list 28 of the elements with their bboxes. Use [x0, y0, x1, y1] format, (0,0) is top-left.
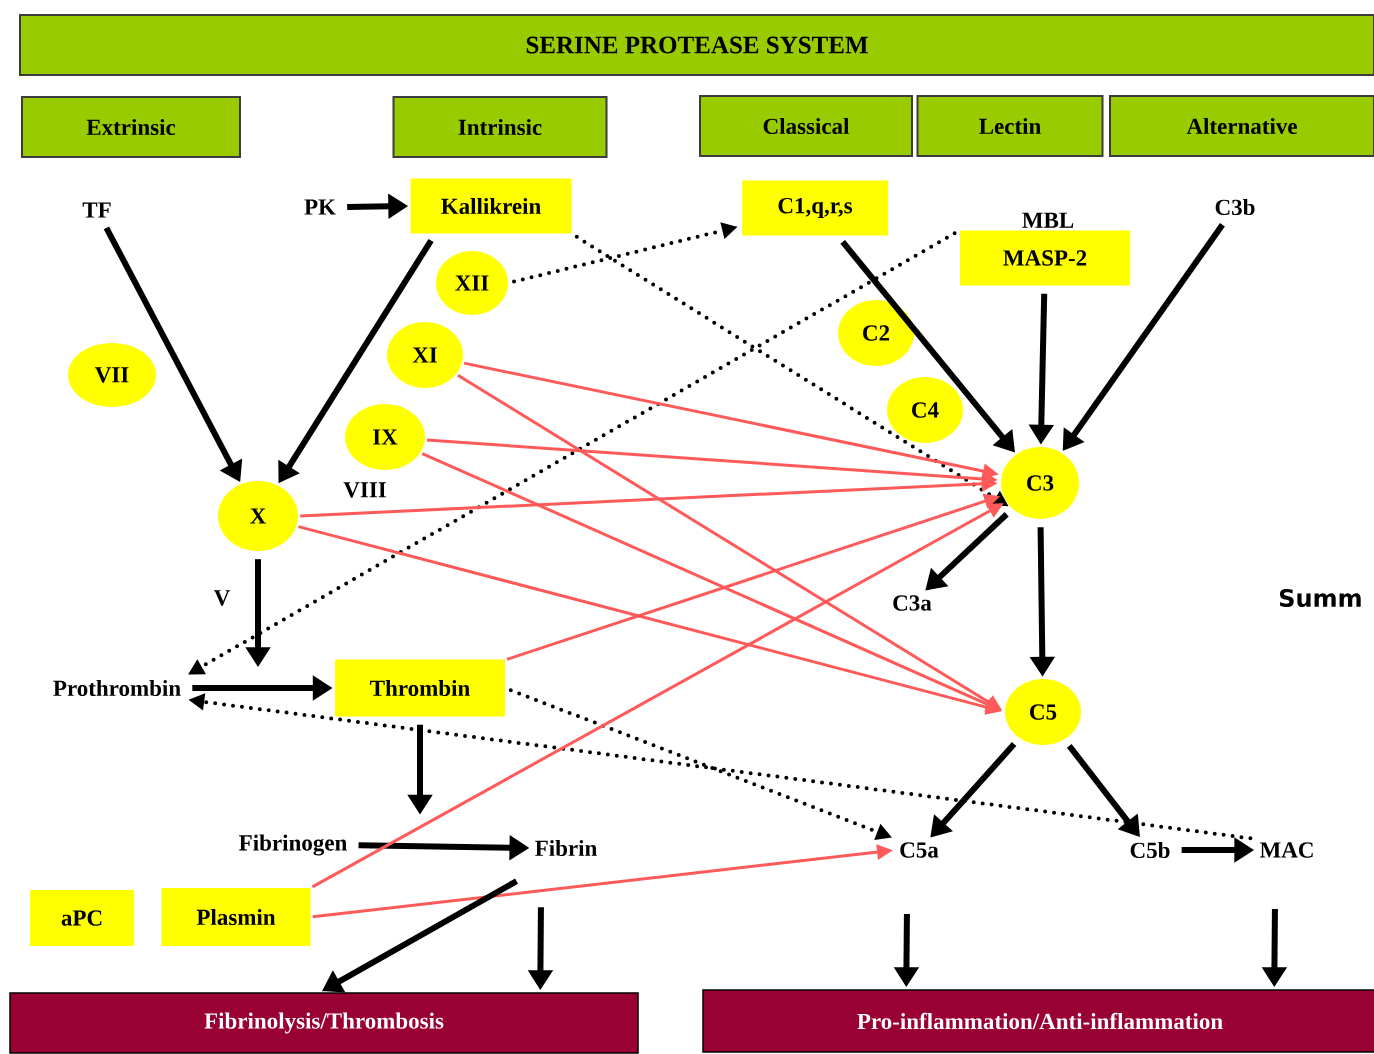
enzyme-box: aPC	[30, 890, 134, 946]
enzyme-box: Plasmin	[161, 888, 311, 946]
factor-label: PK	[304, 199, 336, 215]
factor-label: VIII	[343, 482, 386, 498]
outcome-banner: Pro-inflammation/Anti-inflammation	[702, 989, 1374, 1053]
enzyme-box: Kallikrein	[410, 178, 572, 234]
outcome-banner: Fibrinolysis/Thrombosis	[9, 992, 639, 1054]
enzyme-box: MBL MASP-2	[960, 212, 1130, 286]
pathway-header: Classical	[699, 95, 913, 157]
factor-label: C3b	[1215, 198, 1255, 216]
factor-label: Prothrombin	[53, 679, 181, 697]
factor-label: Summ	[1279, 588, 1361, 608]
pathway-header: Extrinsic	[21, 96, 241, 158]
factor-label: MAC	[1259, 842, 1313, 858]
factor-label: C3a	[893, 595, 932, 611]
factor-label: V	[213, 590, 231, 606]
factor-label: Fibrinogen	[239, 834, 347, 856]
factor-label: C5a	[900, 842, 939, 858]
pathway-header: Alternative	[1109, 95, 1374, 157]
pathway-header: Intrinsic	[392, 96, 608, 158]
title-banner: SERINE PROTEASE SYSTEM	[19, 14, 1374, 76]
factor-label: C5b	[1130, 841, 1170, 859]
pathway-header: Lectin	[916, 95, 1104, 157]
factor-label: Fibrin	[535, 839, 597, 857]
enzyme-box: C1,q,r,s	[742, 180, 888, 236]
node-label: MBL	[1022, 212, 1074, 228]
enzyme-box: Thrombin	[335, 659, 505, 717]
factor-label: TF	[82, 202, 111, 218]
